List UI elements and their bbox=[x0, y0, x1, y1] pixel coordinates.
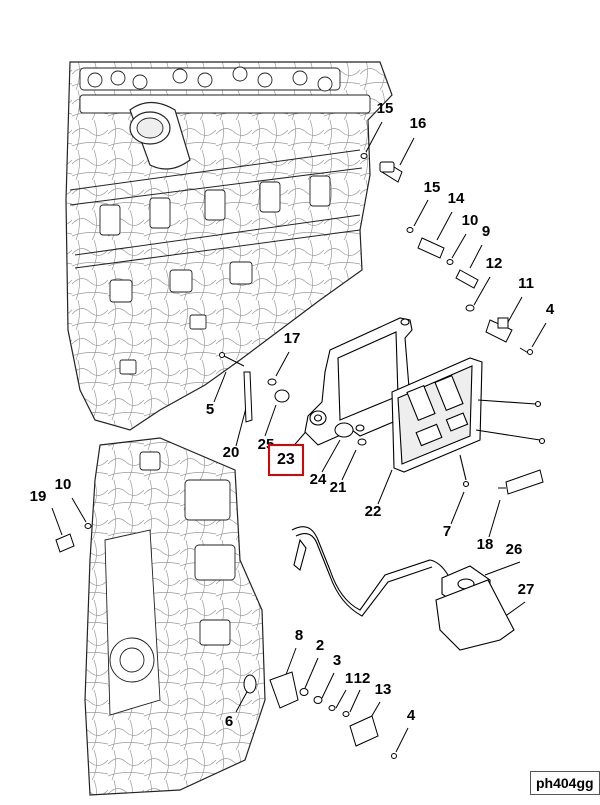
callout-c14[interactable]: 14 bbox=[448, 190, 465, 207]
callout-c12b[interactable]: 12 bbox=[354, 670, 371, 687]
callout-c8[interactable]: 8 bbox=[295, 627, 303, 644]
hardware-parts bbox=[219, 352, 544, 495]
callout-c18[interactable]: 18 bbox=[477, 536, 494, 553]
ecm-module bbox=[391, 357, 546, 488]
left-sensor bbox=[55, 523, 92, 553]
highlighted-callout[interactable]: 23 bbox=[268, 444, 304, 476]
callout-c19[interactable]: 19 bbox=[30, 488, 47, 505]
sensor-module bbox=[435, 565, 515, 651]
callout-c9[interactable]: 9 bbox=[482, 223, 490, 240]
callout-c10b[interactable]: 10 bbox=[55, 476, 72, 493]
callout-c4b[interactable]: 4 bbox=[407, 707, 416, 724]
callout-c27[interactable]: 27 bbox=[518, 581, 535, 598]
upper-engine-block bbox=[65, 61, 393, 431]
callout-c22[interactable]: 22 bbox=[365, 503, 382, 520]
drawing-reference-number: ph404gg bbox=[530, 771, 600, 795]
callout-c17[interactable]: 17 bbox=[284, 330, 301, 347]
callout-c24[interactable]: 24 bbox=[310, 471, 327, 488]
callout-c7[interactable]: 7 bbox=[443, 523, 451, 540]
callout-c15a[interactable]: 15 bbox=[377, 100, 394, 117]
callout-c2[interactable]: 2 bbox=[316, 637, 324, 654]
lower-sensor-stack bbox=[243, 671, 397, 759]
callout-c20[interactable]: 20 bbox=[223, 444, 240, 461]
callout-c1[interactable]: 1 bbox=[345, 670, 353, 687]
callout-c12a[interactable]: 12 bbox=[486, 255, 503, 272]
wiring-harness bbox=[291, 526, 449, 617]
callout-c5[interactable]: 5 bbox=[206, 401, 214, 418]
callout-c15b[interactable]: 15 bbox=[424, 179, 441, 196]
callout-c6[interactable]: 6 bbox=[225, 713, 233, 730]
callout-c16[interactable]: 16 bbox=[410, 115, 427, 132]
callout-c13[interactable]: 13 bbox=[375, 681, 392, 698]
sensor-parts bbox=[360, 153, 533, 355]
callout-c4a[interactable]: 4 bbox=[546, 301, 555, 318]
callout-c11[interactable]: 11 bbox=[518, 275, 534, 292]
callout-c21[interactable]: 21 bbox=[330, 479, 347, 496]
callout-c10a[interactable]: 10 bbox=[462, 212, 479, 229]
callout-c3[interactable]: 3 bbox=[333, 652, 341, 669]
lower-engine-block bbox=[84, 437, 266, 796]
callout-c26[interactable]: 26 bbox=[506, 541, 523, 558]
